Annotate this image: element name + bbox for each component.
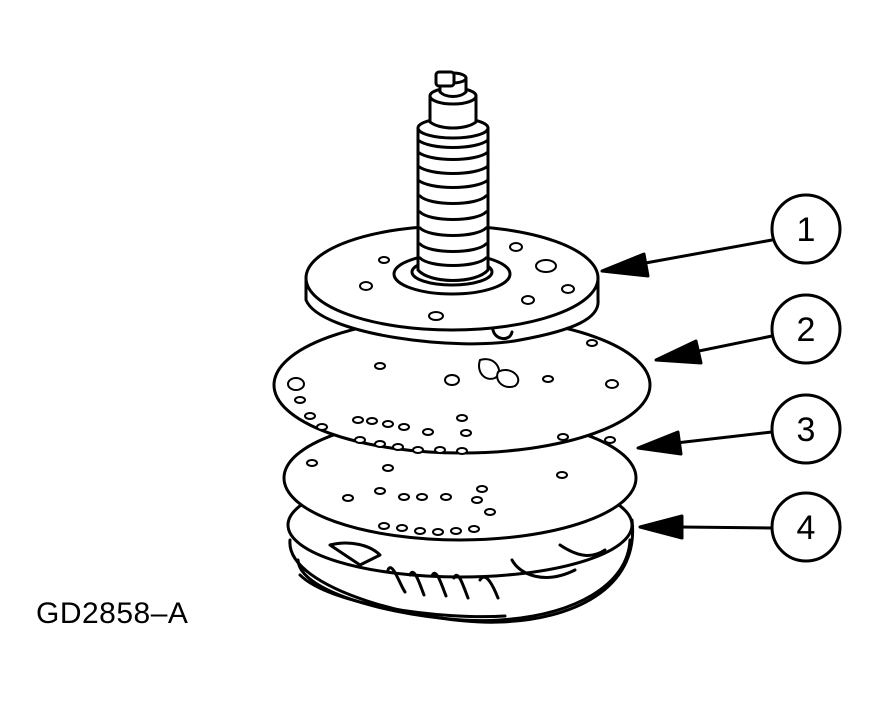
callout-4-circle <box>770 491 842 563</box>
callout-3-circle <box>770 393 842 465</box>
callout-1-circle <box>770 193 842 265</box>
arrow-4 <box>638 514 774 540</box>
callout-1-label: 1 <box>797 211 816 249</box>
callout-4-label: 4 <box>797 509 816 547</box>
shaft <box>416 70 490 282</box>
part-2-separator-plate <box>272 315 652 455</box>
figure-id-label: GD2858–A <box>36 597 189 630</box>
leader-arrows <box>600 238 774 540</box>
arrow-2 <box>654 334 774 365</box>
arrow-1 <box>600 238 774 278</box>
arrow-3 <box>636 430 774 456</box>
callout-3-label: 3 <box>797 411 816 449</box>
callout-2-label: 2 <box>797 311 816 349</box>
callout-2-circle <box>770 293 842 365</box>
